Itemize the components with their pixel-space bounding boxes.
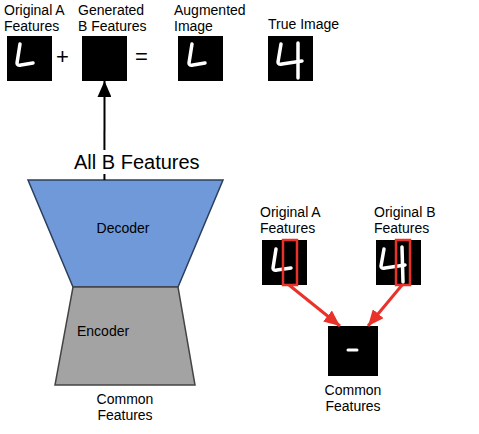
node-label: Common Features [318,382,388,414]
node-label: Original A Features [4,2,74,34]
operator-symbol: = [135,44,148,70]
highlight-box [396,240,410,285]
node-label: Common Features [90,391,160,423]
encoder-block: EncoderCommon Features [55,287,195,385]
decoder-block: Decoder [28,180,223,287]
feature-image: Original A Features [262,240,307,285]
operator-symbol: + [56,44,69,70]
node-label: Decoder [83,220,163,236]
highlight-box [283,240,297,285]
generated-stroke [101,43,107,76]
node-label: Original A Features [260,204,330,236]
feature-image: Common Features [328,326,378,376]
flow-arrow [368,285,402,326]
digit-stroke [402,247,403,282]
feature-image: Original A Features [7,36,52,81]
feature-image: Augmented Image [178,36,223,81]
trapezoid-outline [55,287,195,385]
edge-label: All B Features [72,150,202,174]
digit-stroke [278,44,302,64]
node-label: True Image [268,16,358,32]
digit-stroke [189,44,205,65]
digit-stroke [296,43,300,78]
node-label: Original B Features [374,204,444,236]
node-label: Generated B Features [78,2,153,34]
node-label: Encoder [77,323,147,339]
feature-image: Generated B Features [82,36,127,81]
digit-stroke [17,44,33,65]
digit-stroke [381,249,405,268]
flow-arrow [289,285,340,326]
generated-stroke [203,43,209,77]
feature-image: True Image [268,36,313,81]
flow-arrow [103,81,105,180]
feature-image: Original B Features [376,240,421,285]
trapezoid-outline [28,180,223,287]
common-stroke [348,349,357,352]
digit-stroke [273,249,291,270]
node-label: Augmented Image [174,2,250,34]
